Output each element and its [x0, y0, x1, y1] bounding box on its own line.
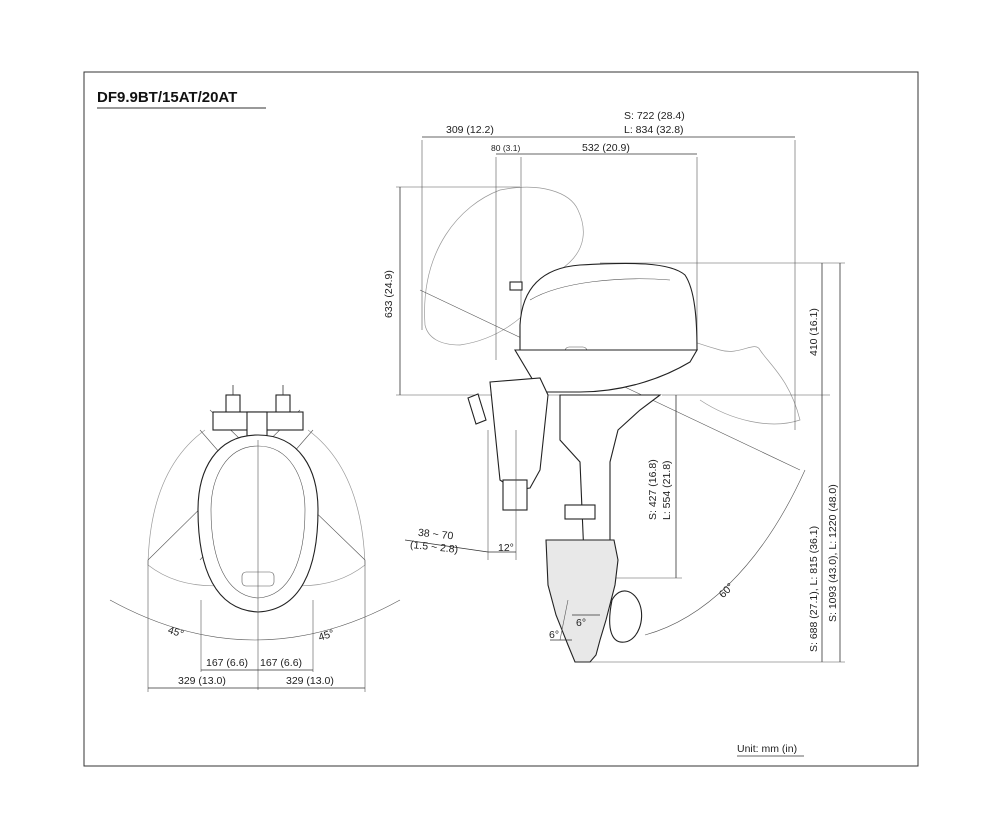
top-swivel-right-angle: 45° — [317, 627, 336, 643]
side-transom-thickness: 38 ~ 70 — [417, 527, 454, 543]
side-top-s-length: S: 722 (28.4) — [624, 110, 685, 122]
side-overall-height: S: 1093 (43.0), L: 1220 (48.0) — [827, 484, 839, 622]
side-shaft-length: S: 688 (27.1), L: 815 (36.1) — [808, 526, 820, 652]
side-tilt-angle: 12° — [498, 542, 514, 554]
side-front-length: 532 (20.9) — [582, 142, 630, 154]
unit-note: Unit: mm (in) — [737, 743, 797, 755]
top-half-width-right: 167 (6.6) — [260, 657, 302, 669]
side-clamp-plate-s: S: 427 (16.8) — [647, 459, 659, 520]
side-tilt-up-angle: 60° — [717, 581, 737, 601]
side-view — [396, 136, 845, 663]
drawing-border — [83, 71, 919, 767]
top-swing-right: 329 (13.0) — [286, 675, 334, 687]
top-half-width-left: 167 (6.6) — [206, 657, 248, 669]
drawing-title: DF9.9BT/15AT/20AT — [97, 89, 237, 106]
side-tilt-height: 633 (24.9) — [383, 270, 395, 318]
side-bracket-offset: 80 (3.1) — [491, 143, 520, 153]
side-rear-overhang: 309 (12.2) — [446, 124, 494, 136]
side-trim-angle-upper: 6° — [576, 617, 586, 629]
side-transom-thickness-inch: (1.5 ~ 2.8) — [409, 539, 458, 556]
side-top-l-length: L: 834 (32.8) — [624, 124, 684, 136]
top-view — [109, 385, 401, 692]
top-swing-left: 329 (13.0) — [178, 675, 226, 687]
top-swivel-left-angle: 45° — [166, 624, 185, 640]
side-cowl-height: 410 (16.1) — [808, 308, 820, 356]
side-trim-angle-lower: 6° — [549, 629, 559, 641]
side-clamp-plate-l: L: 554 (21.8) — [661, 460, 673, 520]
